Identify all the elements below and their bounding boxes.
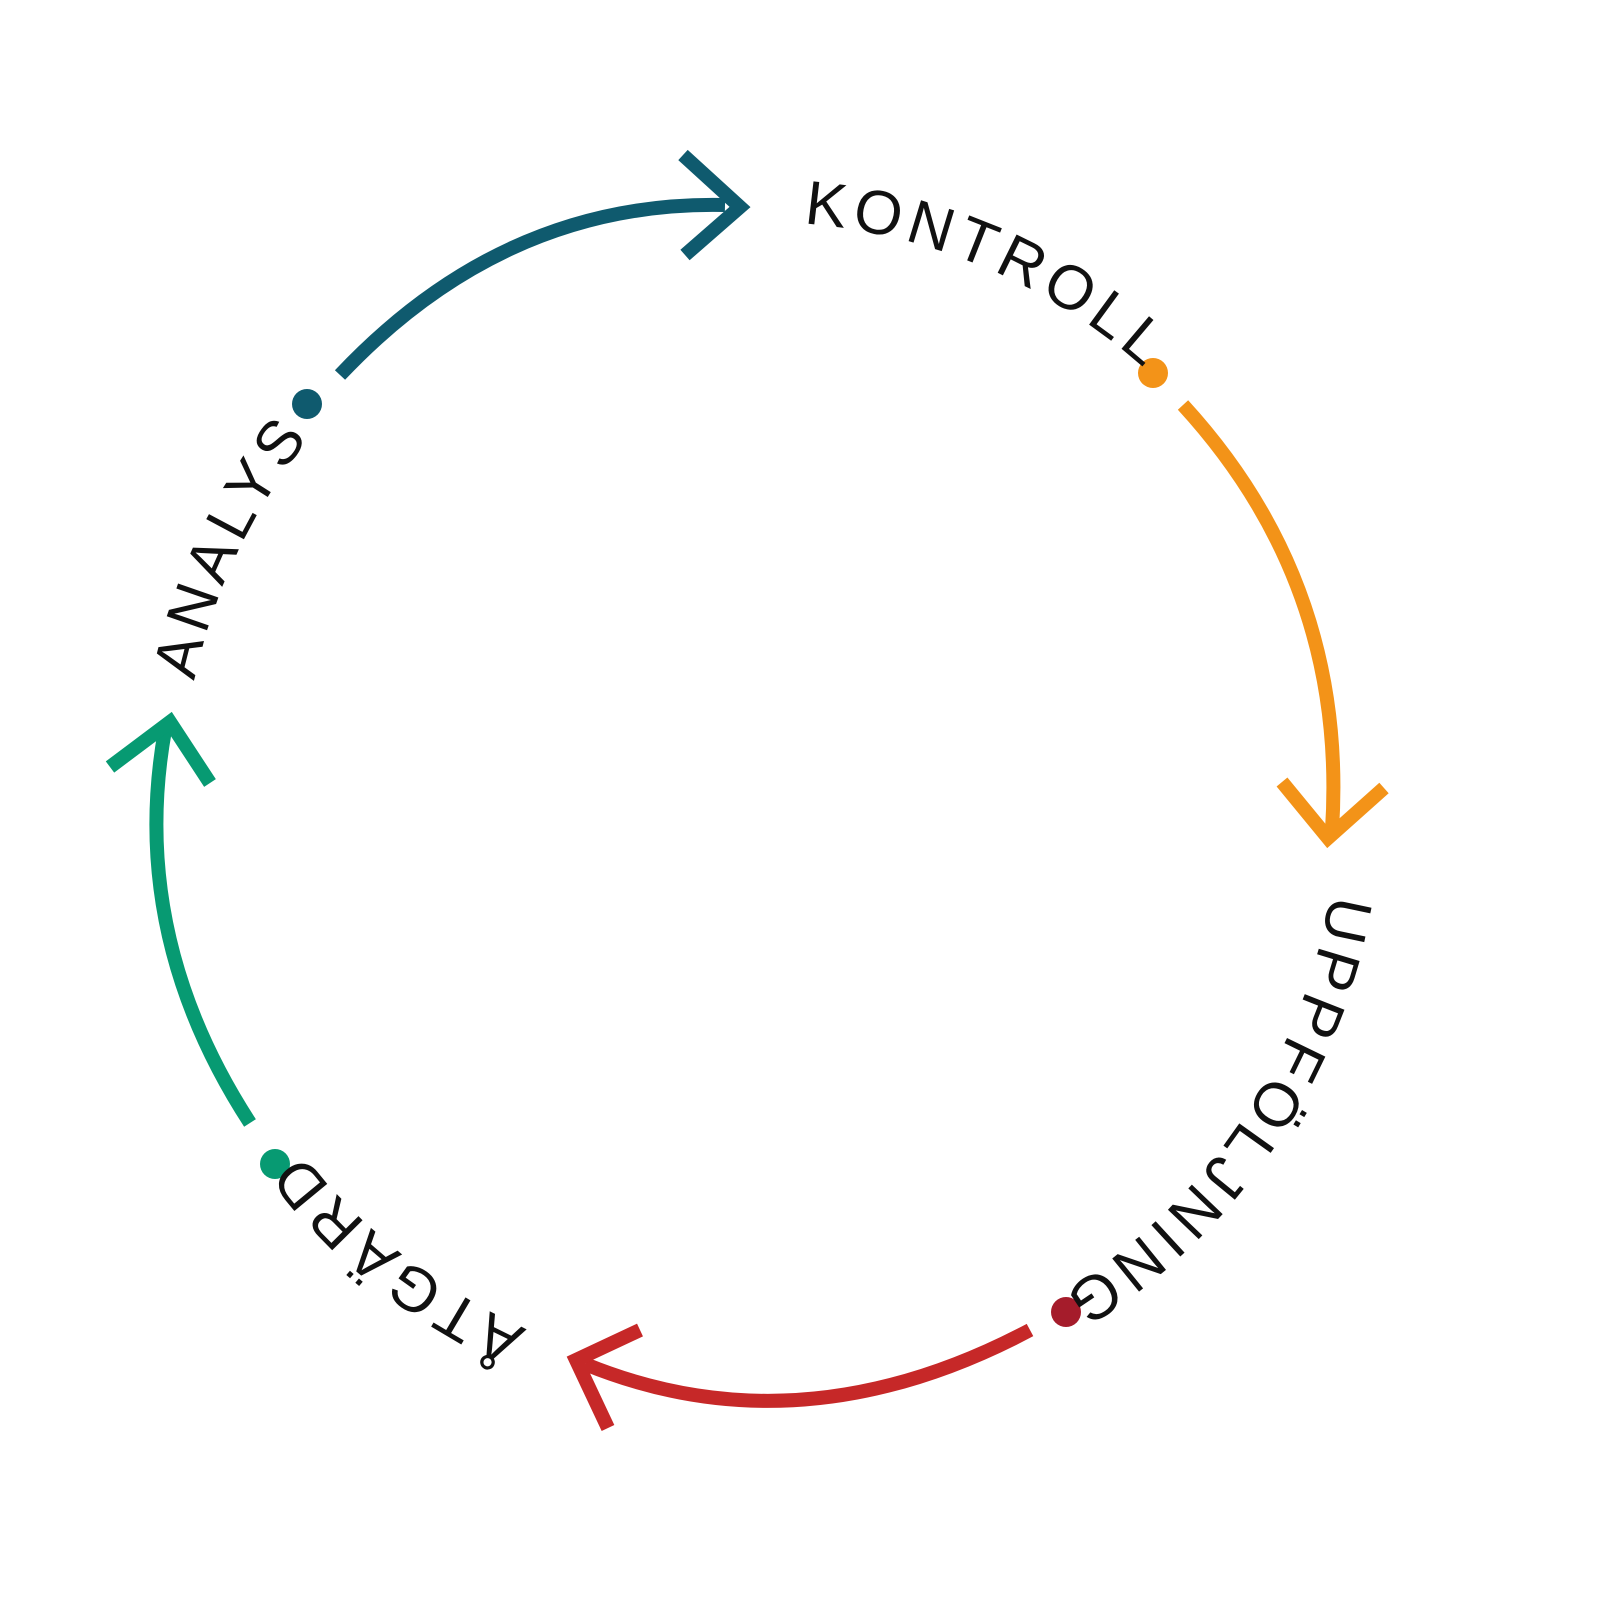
arrowhead-kontroll bbox=[678, 149, 751, 261]
label-analys: ANALYS bbox=[141, 401, 324, 684]
label-uppfoljning: UPPFÖLJNING bbox=[1051, 891, 1385, 1341]
label-uppfoljning-text: UPPFÖLJNING bbox=[1051, 891, 1379, 1341]
arrowhead-uppfoljning bbox=[1276, 777, 1389, 849]
label-kontroll-text: KONTROLL bbox=[802, 169, 1178, 383]
label-kontroll: KONTROLL bbox=[802, 169, 1184, 383]
dot-analys bbox=[260, 1149, 290, 1179]
arc-kontroll bbox=[334, 197, 726, 380]
label-atgard: ÅTGÄRD bbox=[256, 1140, 533, 1379]
dot-kontroll bbox=[292, 389, 322, 419]
arrowhead-analys bbox=[105, 711, 216, 787]
label-analys-text: ANALYS bbox=[141, 401, 318, 684]
dot-atgard bbox=[1051, 1297, 1081, 1327]
arrowhead-atgard bbox=[566, 1323, 643, 1431]
arc-uppfoljning bbox=[1177, 400, 1341, 831]
arc-analys bbox=[149, 728, 256, 1127]
arc-atgard bbox=[582, 1323, 1034, 1408]
label-atgard-text: ÅTGÄRD bbox=[256, 1140, 527, 1379]
dot-uppfoljning bbox=[1138, 358, 1168, 388]
